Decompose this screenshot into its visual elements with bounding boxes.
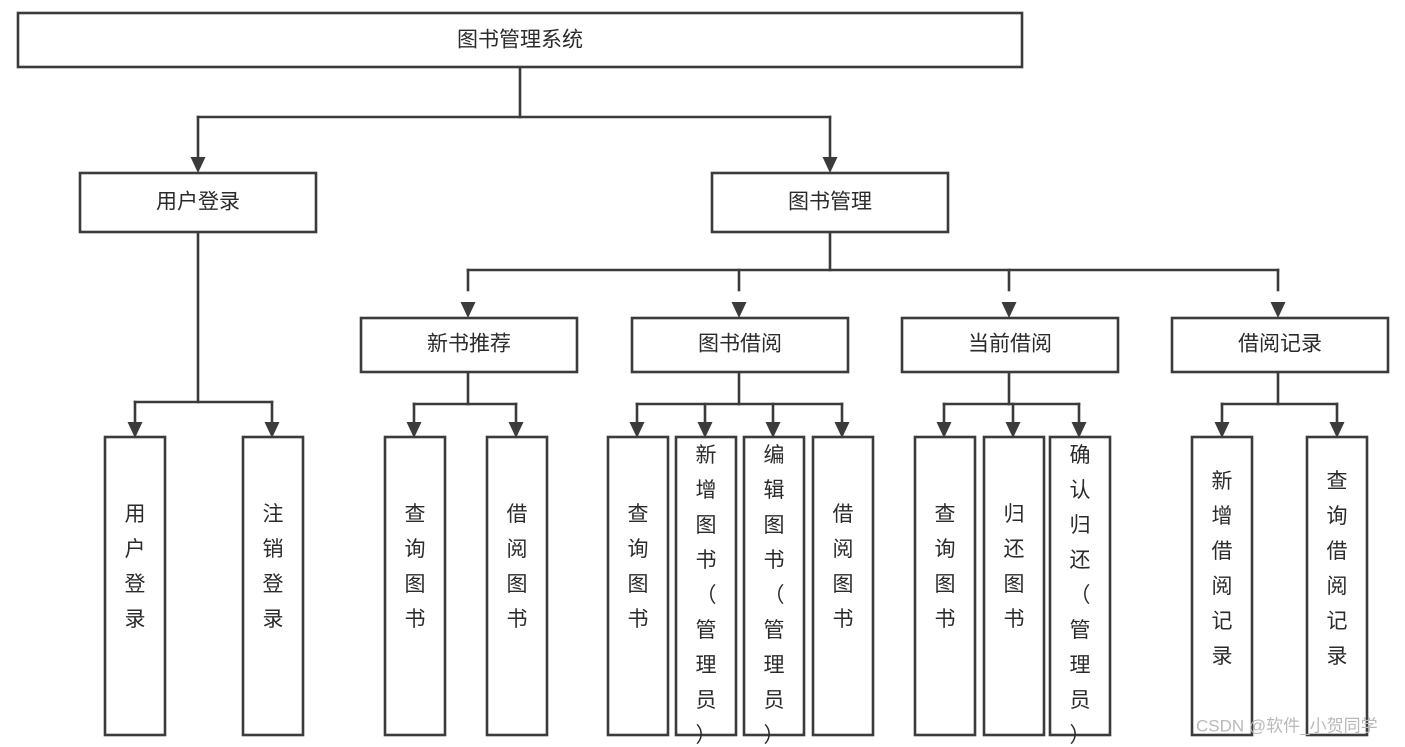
node-new-book-recommendation-label: 新书推荐: [427, 333, 511, 356]
leaf-new-book-borrow-book-box[interactable]: [485, 435, 549, 737]
leaf-current-borrow-return-book-label: 归还图书: [1004, 503, 1025, 631]
leaf-current-borrow-confirm-return-admin-label: 确认归还（管理员）: [1070, 444, 1091, 747]
leaf-user-login-login-label: 用户登录: [125, 503, 146, 631]
leaf-new-book-borrow-book[interactable]: 借阅图书: [485, 435, 549, 737]
arrow-book-borrow-leaf-3: [765, 422, 781, 438]
arrow-user-login-leaf-2: [264, 422, 280, 438]
leaf-borrow-record-add-record-label: 新增借阅记录: [1212, 470, 1233, 668]
node-current-borrowing[interactable]: 当前借阅: [900, 316, 1120, 374]
node-root-box[interactable]: [16, 11, 1024, 69]
leaf-current-borrow-query-book-box[interactable]: [913, 435, 977, 737]
node-borrowing-record-label: 借阅记录: [1238, 333, 1322, 356]
arrow-current-borrow-leaf-2: [1005, 422, 1021, 438]
node-user-login-label: 用户登录: [156, 191, 240, 214]
leaf-book-borrow-edit-book-admin-box[interactable]: [742, 435, 806, 737]
leaf-borrow-record-query-record-label: 查询借阅记录: [1327, 470, 1348, 668]
leaf-borrow-record-add-record-box[interactable]: [1190, 435, 1254, 737]
leaf-borrow-record-add-record[interactable]: 新增借阅记录: [1190, 435, 1254, 737]
arrow-borrow-record-leaf-2: [1329, 422, 1345, 438]
connector-layer: [127, 65, 1345, 438]
leaf-book-borrow-edit-book-admin-label: 编辑图书（管理员）: [764, 444, 785, 747]
leaf-new-book-query-book-label: 查询图书: [405, 503, 426, 631]
node-book-management-box[interactable]: [710, 171, 950, 234]
leaf-current-borrow-confirm-return-admin[interactable]: 确认归还（管理员）: [1048, 435, 1112, 747]
node-borrowing-record[interactable]: 借阅记录: [1170, 316, 1390, 374]
arrow-book-borrow-leaf-1: [629, 422, 645, 438]
node-new-book-recommendation-box[interactable]: [359, 316, 579, 374]
leaf-user-login-login[interactable]: 用户登录: [103, 435, 167, 737]
leaf-user-login-logout-box[interactable]: [241, 435, 305, 737]
leaf-user-login-logout-label: 注销登录: [263, 503, 284, 631]
arrow-book-mgmt-to-current-borrow: [1001, 302, 1017, 318]
node-book-management[interactable]: 图书管理: [710, 171, 950, 234]
leaf-current-borrow-confirm-return-admin-box[interactable]: [1048, 435, 1112, 737]
leaf-new-book-query-book-box[interactable]: [383, 435, 447, 737]
arrow-book-mgmt-to-book-borrow: [731, 302, 747, 318]
node-book-borrowing-label: 图书借阅: [698, 333, 782, 356]
leaf-book-borrow-edit-book-admin[interactable]: 编辑图书（管理员）: [742, 435, 806, 747]
leaf-book-borrow-add-book-admin-box[interactable]: [674, 435, 738, 737]
leaf-borrow-record-query-record[interactable]: 查询借阅记录: [1305, 435, 1369, 737]
arrow-root-to-book-mgmt: [822, 157, 838, 173]
arrow-root-to-user-login: [190, 157, 206, 173]
leaf-user-login-logout[interactable]: 注销登录: [241, 435, 305, 737]
leaf-book-borrow-borrow-book-label: 借阅图书: [833, 503, 854, 631]
leaf-user-login-login-box[interactable]: [103, 435, 167, 737]
node-borrowing-record-box[interactable]: [1170, 316, 1390, 374]
node-current-borrowing-label: 当前借阅: [968, 333, 1052, 356]
node-book-borrowing-box[interactable]: [630, 316, 850, 374]
leaf-book-borrow-query-book[interactable]: 查询图书: [606, 435, 670, 737]
arrow-new-book-rec-leaf-1: [406, 422, 422, 438]
arrow-book-borrow-leaf-4: [834, 422, 850, 438]
leaf-current-borrow-return-book[interactable]: 归还图书: [982, 435, 1046, 737]
arrow-new-book-rec-leaf-2: [508, 422, 524, 438]
leaf-book-borrow-add-book-admin[interactable]: 新增图书（管理员）: [674, 435, 738, 747]
node-root-label: 图书管理系统: [457, 29, 583, 52]
node-book-management-label: 图书管理: [788, 191, 872, 214]
node-current-borrowing-box[interactable]: [900, 316, 1120, 374]
leaf-book-borrow-add-book-admin-label: 新增图书（管理员）: [696, 444, 717, 747]
node-user-login-box[interactable]: [78, 171, 318, 234]
arrow-book-borrow-leaf-2: [697, 422, 713, 438]
arrow-user-login-leaf-1: [127, 422, 143, 438]
arrow-current-borrow-leaf-3: [1071, 422, 1087, 438]
node-new-book-recommendation[interactable]: 新书推荐: [359, 316, 579, 374]
arrow-book-mgmt-to-borrow-record: [1270, 302, 1286, 318]
leaf-borrow-record-query-record-box[interactable]: [1305, 435, 1369, 737]
leaf-book-borrow-query-book-label: 查询图书: [628, 503, 649, 631]
leaf-current-borrow-query-book-label: 查询图书: [935, 503, 956, 631]
arrow-borrow-record-leaf-1: [1214, 422, 1230, 438]
csdn-watermark: CSDN @软件_小贺同学: [1196, 716, 1378, 735]
leaf-current-borrow-query-book[interactable]: 查询图书: [913, 435, 977, 737]
node-user-login[interactable]: 用户登录: [78, 171, 318, 234]
leaf-new-book-borrow-book-label: 借阅图书: [507, 503, 528, 631]
arrow-current-borrow-leaf-1: [936, 422, 952, 438]
leaf-book-borrow-borrow-book-box[interactable]: [811, 435, 875, 737]
arrow-book-mgmt-to-new-book-rec: [460, 302, 476, 318]
leaf-new-book-query-book[interactable]: 查询图书: [383, 435, 447, 737]
node-book-borrowing[interactable]: 图书借阅: [630, 316, 850, 374]
leaf-book-borrow-borrow-book[interactable]: 借阅图书: [811, 435, 875, 737]
node-root-book-management-system[interactable]: 图书管理系统: [16, 11, 1024, 69]
leaf-book-borrow-query-book-box[interactable]: [606, 435, 670, 737]
leaf-current-borrow-return-book-box[interactable]: [982, 435, 1046, 737]
